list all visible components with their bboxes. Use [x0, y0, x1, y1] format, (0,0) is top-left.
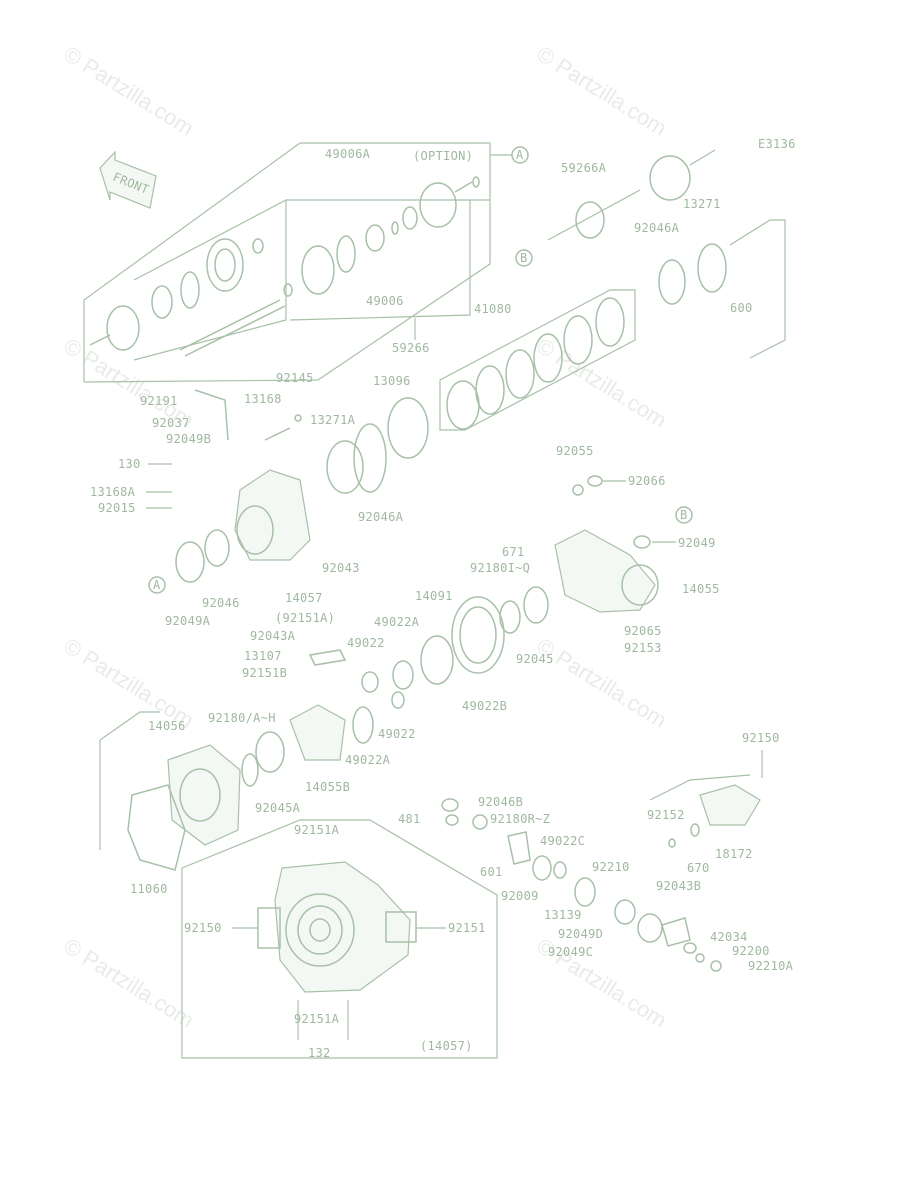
assembly-label: (14057) [420, 1039, 473, 1053]
part-label[interactable]: 92049B [166, 432, 211, 446]
part-label[interactable]: 92043A [250, 629, 296, 643]
ref-b-marker: B [675, 506, 693, 524]
part-label[interactable]: 14055 [682, 582, 720, 596]
part-label[interactable]: 14056 [148, 719, 186, 733]
part-label[interactable]: 13168 [244, 392, 282, 406]
part-label[interactable]: 92037 [152, 416, 190, 430]
part-label[interactable]: 92151A [294, 1012, 340, 1026]
part-label[interactable]: 92152 [647, 808, 685, 822]
part-label[interactable]: 18172 [715, 847, 753, 861]
part-label[interactable]: 92151 [448, 921, 486, 935]
part-label[interactable]: 49022 [378, 727, 416, 741]
part-label[interactable]: 92180I~Q [470, 561, 530, 575]
part-label[interactable]: 49022A [374, 615, 420, 629]
part-label[interactable]: 92046A [634, 221, 680, 235]
part-label[interactable]: 59266 [392, 341, 430, 355]
part-label[interactable]: 481 [398, 812, 421, 826]
part-label[interactable]: 92210A [748, 959, 794, 973]
part-label[interactable]: 600 [730, 301, 753, 315]
part-label[interactable]: 13096 [373, 374, 411, 388]
part-label[interactable]: 49022C [540, 834, 585, 848]
part-label[interactable]: 13139 [544, 908, 582, 922]
part-label[interactable]: 13271A [310, 413, 356, 427]
part-label[interactable]: 92150 [742, 731, 780, 745]
part-label[interactable]: 14055B [305, 780, 350, 794]
part-label[interactable]: 92066 [628, 474, 666, 488]
svg-text:A: A [516, 148, 524, 162]
part-label[interactable]: 601 [480, 865, 503, 879]
svg-text:B: B [520, 251, 528, 265]
part-label[interactable]: 92049C [548, 945, 593, 959]
front-arrow-icon: FRONT [99, 150, 157, 209]
watermark: © Partzilla.com [59, 633, 198, 733]
part-label[interactable]: 13168A [90, 485, 136, 499]
part-label[interactable]: 11060 [130, 882, 168, 896]
part-label[interactable]: 92191 [140, 394, 178, 408]
rear-housing [554, 529, 659, 613]
ref-b-marker: B [515, 249, 533, 267]
part-label[interactable]: 92045A [255, 801, 301, 815]
part-label[interactable]: 13107 [244, 649, 282, 663]
part-label[interactable]: 14057 [285, 591, 323, 605]
svg-text:A: A [153, 578, 161, 592]
diagram-code: E3136 [758, 137, 796, 151]
part-label[interactable]: 49006A [325, 147, 371, 161]
part-label[interactable]: 130 [118, 457, 141, 471]
part-label[interactable]: 49022 [347, 636, 385, 650]
part-label[interactable]: 92046B [478, 795, 523, 809]
part-label[interactable]: 92046 [202, 596, 240, 610]
part-label[interactable]: 92043B [656, 879, 701, 893]
part-label[interactable]: 92009 [501, 889, 539, 903]
watermark: © Partzilla.com [532, 41, 671, 141]
clutch-pack [439, 289, 636, 431]
part-label[interactable]: 670 [687, 861, 710, 875]
part-label[interactable]: 13271 [683, 197, 721, 211]
drive-shaft-frame [83, 142, 491, 383]
watermark: © Partzilla.com [59, 933, 198, 1033]
part-label[interactable]: 92055 [556, 444, 594, 458]
assembly-frame [181, 819, 498, 1059]
part-label[interactable]: 92151B [242, 666, 287, 680]
part-label[interactable]: 92049D [558, 927, 603, 941]
part-label[interactable]: 92045 [516, 652, 554, 666]
part-label[interactable]: 49006 [366, 294, 404, 308]
part-label[interactable]: 92151A [294, 823, 340, 837]
ref-a-marker: A [490, 146, 529, 164]
part-label[interactable]: 92145 [276, 371, 314, 385]
front-housing [175, 469, 311, 583]
part-label[interactable]: 671 [502, 545, 525, 559]
part-label[interactable]: 92065 [624, 624, 662, 638]
part-label[interactable]: 59266A [561, 161, 607, 175]
option-label: (OPTION) [413, 149, 473, 163]
svg-text:B: B [680, 508, 688, 522]
part-label[interactable]: 92200 [732, 944, 770, 958]
watermark: © Partzilla.com [59, 41, 198, 141]
part-label[interactable]: 132 [308, 1046, 331, 1060]
part-label[interactable]: 92015 [98, 501, 136, 515]
part-label[interactable]: 92049A [165, 614, 211, 628]
part-label[interactable]: 92043 [322, 561, 360, 575]
ref-a-marker: A [148, 576, 166, 594]
part-label[interactable]: (92151A) [275, 611, 335, 625]
part-label[interactable]: 92046A [358, 510, 404, 524]
part-label[interactable]: 92150 [184, 921, 222, 935]
axle-shaft-parts [547, 149, 716, 241]
part-label[interactable]: 92210 [592, 860, 630, 874]
part-label[interactable]: 92180R~Z [490, 812, 550, 826]
part-label[interactable]: 42034 [710, 930, 748, 944]
part-label[interactable]: 49022A [345, 753, 391, 767]
part-label[interactable]: 49022B [462, 699, 507, 713]
part-label[interactable]: 14091 [415, 589, 453, 603]
part-label[interactable]: 41080 [474, 302, 512, 316]
part-label[interactable]: 92153 [624, 641, 662, 655]
part-label[interactable]: 92049 [678, 536, 716, 550]
part-label[interactable]: 92180/A~H [208, 711, 276, 725]
drive-shaft-parts [89, 176, 480, 357]
